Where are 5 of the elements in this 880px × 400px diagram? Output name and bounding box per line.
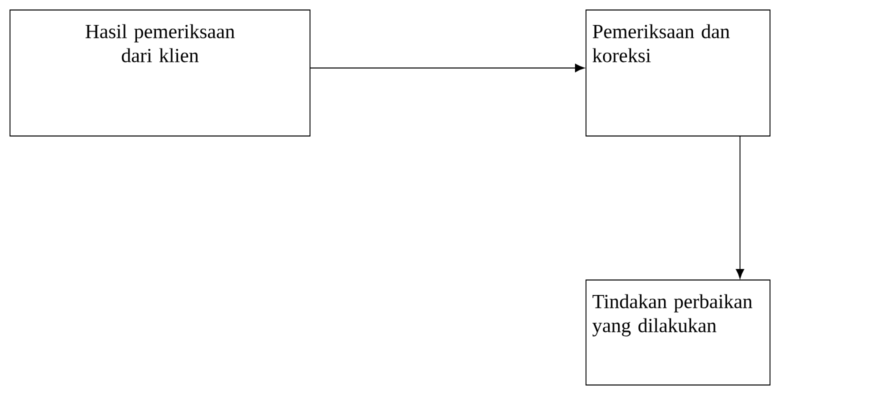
process-box: Hasil pemeriksaan dari klien (10, 10, 310, 136)
process-box: Tindakan perbaikan yang dilakukan (586, 280, 770, 386)
process-box: Pemeriksaan dan koreksi (586, 10, 770, 136)
arrow (310, 64, 585, 72)
arrow (736, 136, 744, 279)
